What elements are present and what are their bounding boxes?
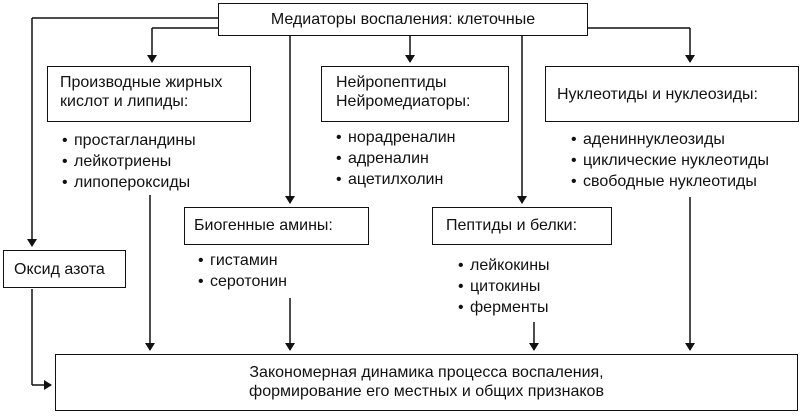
biogenic-amines-box: Биогенные амины:	[184, 207, 369, 245]
top-box: Медиаторы воспаления: клеточные	[218, 3, 588, 36]
nucleotides-box: Нуклеотиды и нуклеозиды:	[545, 66, 799, 122]
list-item: лейкокины	[458, 255, 550, 276]
list-item: цитокины	[458, 276, 550, 297]
neuropeptides-box: Нейропептиды Нейромедиаторы:	[321, 66, 509, 122]
biogenic-amines-title: Биогенные амины:	[194, 217, 333, 234]
nucleotides-list: адениннуклеозиды циклические нуклеотиды …	[571, 129, 769, 192]
list-item: ферменты	[458, 297, 550, 318]
peptides-list: лейкокины цитокины ферменты	[458, 255, 550, 318]
list-item: адреналин	[336, 148, 456, 169]
neuropeptides-list: норадреналин адреналин ацетилхолин	[336, 127, 456, 190]
outcome-line1: Закономерная динамика процесса воспалени…	[249, 364, 604, 381]
list-item: ацетилхолин	[336, 169, 456, 190]
list-item: гистамин	[198, 250, 287, 271]
fatty-acids-box: Производные жирных кислот и липиды:	[47, 66, 251, 122]
fatty-acids-list: простагландины лейкотриены липопероксиды	[62, 130, 196, 193]
biogenic-amines-list: гистамин серотонин	[198, 250, 287, 292]
outcome-line2: формирование его местных и общих признак…	[249, 383, 604, 400]
list-item: лейкотриены	[62, 151, 196, 172]
list-item: циклические нуклеотиды	[571, 150, 769, 171]
nucleotides-title: Нуклеотиды и нуклеозиды:	[557, 86, 758, 103]
neuropeptides-title-line1: Нейропептиды	[336, 74, 447, 91]
list-item: адениннуклеозиды	[571, 129, 769, 150]
list-item: липопероксиды	[62, 172, 196, 193]
peptides-title: Пептиды и белки:	[446, 217, 578, 234]
nitric-oxide-box: Оксид азота	[3, 250, 126, 288]
list-item: норадреналин	[336, 127, 456, 148]
fatty-acids-title-line1: Производные жирных	[60, 74, 223, 91]
fatty-acids-title-line2: кислот и липиды:	[60, 93, 189, 110]
peptides-box: Пептиды и белки:	[432, 207, 612, 245]
outcome-box: Закономерная динамика процесса воспалени…	[55, 354, 798, 411]
neuropeptides-title-line2: Нейромедиаторы:	[336, 93, 471, 110]
top-title: Медиаторы воспаления: клеточные	[270, 11, 536, 28]
list-item: серотонин	[198, 271, 287, 292]
list-item: свободные нуклеотиды	[571, 171, 769, 192]
list-item: простагландины	[62, 130, 196, 151]
nitric-oxide-label: Оксид азота	[14, 261, 105, 278]
